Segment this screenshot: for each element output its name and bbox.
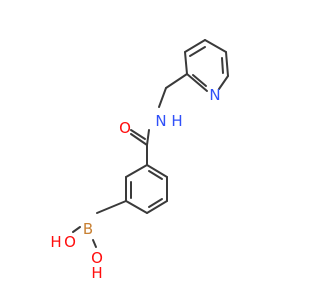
atom-o-carbonyl: O [119,119,131,137]
atom-o-hydroxyl-lower: O [91,249,103,267]
bond-py-n-c2 [186,73,208,92]
bond-py-inner-3 [192,74,207,87]
bond-bz-6 [146,164,168,178]
bond-py-c2-c3 [184,51,188,75]
atom-n-pyridine: N [209,86,220,104]
bond-py-c4-c5 [204,39,227,53]
bond-py-inner-2 [221,57,224,74]
bond-ch2-nh [158,87,167,108]
bond-bz-inner-2 [148,198,163,208]
molecule-diagram: O N H N B O H O H [50,39,229,282]
benzene-ring [125,144,168,214]
atom-h-hydroxyl-lower: H [91,264,102,282]
bond-ch2-pyridine [165,73,188,89]
bond-py-inner-1 [189,46,206,57]
bond-py-c6-n [218,75,229,90]
pyridine-ring [184,39,229,92]
atom-n-amide: N [155,112,166,130]
bond-bz-1 [125,164,148,178]
bond-co-double-b [130,129,146,140]
atom-h-hydroxyl-upper: H [50,233,61,251]
structure-svg: O N H N B O H O H [50,39,229,282]
bond-bz-4 [146,200,168,214]
atom-o-hydroxyl-upper: O [64,233,76,251]
bond-nh-carbonyl [146,129,150,146]
bond-c-b [96,200,127,214]
bond-b-o-upper [72,226,81,233]
atom-b-boron: B [83,220,93,238]
bond-b-o-lower [92,239,97,248]
bond-bz-3 [125,200,148,214]
atom-h-amide: H [171,112,182,130]
bond-py-c3-c4 [184,39,206,53]
bond-co-double-a [130,133,148,146]
bond-bz-inner-3 [148,170,163,180]
bond-py-c5-c6 [225,51,229,77]
